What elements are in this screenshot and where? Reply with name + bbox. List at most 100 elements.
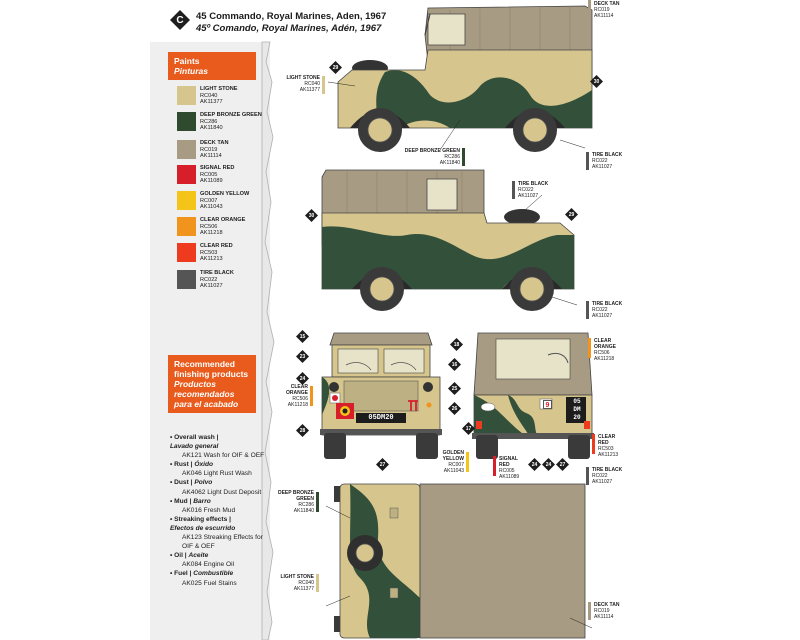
rear-license-plate: 05 DM 20 <box>567 398 587 424</box>
callout-color-bar <box>512 181 515 199</box>
left-panel <box>150 42 270 640</box>
marker-29: 29 <box>565 208 578 221</box>
finish-item: AK016 Fresh Mud <box>182 506 236 514</box>
callout-color-bar <box>586 152 589 170</box>
marker-27: 27 <box>376 458 389 471</box>
marker-23: 23 <box>296 350 309 363</box>
paint-swatch <box>177 86 196 105</box>
paint-code: AK11840 <box>200 125 223 132</box>
marker-30: 30 <box>590 75 603 88</box>
marker-24: 24 <box>296 372 309 385</box>
paint-code: AK11114 <box>200 153 222 160</box>
vehicle-rear-view <box>472 332 594 459</box>
finish-item: AK4062 Light Dust Deposit <box>182 488 262 496</box>
paint-code: AK11218 <box>200 230 223 237</box>
marker-29: 29 <box>329 61 342 74</box>
marker-27: 27 <box>556 458 569 471</box>
front-license-plate: 05DM20 <box>368 414 394 422</box>
paint-code: AK11213 <box>200 256 223 263</box>
paint-name: DECK TAN <box>200 140 229 146</box>
finish-heading: Mud | <box>170 498 191 505</box>
paint-code: AK11043 <box>200 204 223 211</box>
finishing-heading-en: Recommended finishing products <box>174 359 249 379</box>
torn-edge <box>261 41 275 640</box>
rear-plate-line: DM <box>573 406 581 413</box>
rear-unit-marking: 9 <box>543 400 552 409</box>
finish-heading: Fuel | <box>170 570 191 577</box>
vehicle-side-view-left <box>327 5 593 152</box>
callout-color-bar <box>316 492 319 512</box>
callout-color-bar <box>493 456 496 476</box>
finish-heading-es: Lavado general <box>170 443 219 451</box>
paint-swatch <box>177 243 196 262</box>
paint-name: CLEAR RED <box>200 243 233 249</box>
finish-heading-es: Aceite <box>188 552 209 560</box>
callout-color-bar <box>310 386 313 406</box>
callout-color-bar <box>586 467 589 485</box>
finish-heading-es: Combustible <box>193 570 234 578</box>
paint-swatch <box>177 112 196 131</box>
paint-code: RC040 <box>200 92 218 99</box>
marker-18: 18 <box>450 338 463 351</box>
callout-color-bar <box>586 301 589 319</box>
sheet-badge: C <box>170 10 190 30</box>
finish-heading-es: Barro <box>193 497 211 505</box>
callout-color-bar <box>462 148 465 166</box>
finish-heading-es: Polvo <box>194 479 213 487</box>
paint-name: LIGHT STONE <box>200 86 238 92</box>
paint-name: TIRE BLACK <box>200 270 234 276</box>
paint-code: RC019 <box>200 146 218 153</box>
paint-swatch <box>177 270 196 289</box>
paint-code: AK11089 <box>200 178 223 185</box>
paint-swatch <box>177 191 196 210</box>
vehicle-side-view-right <box>321 169 578 311</box>
finish-item: AK121 Wash for OIF & OEF <box>182 452 265 460</box>
paint-code: RC022 <box>200 276 218 283</box>
page-title: 45 Commando, Royal Marines, Aden, 1967 <box>196 11 387 22</box>
finish-item: AK084 Engine Oil <box>182 561 235 569</box>
finish-heading-es: Óxido <box>194 461 214 469</box>
finish-item: AK046 Light Rust Wash <box>182 470 252 478</box>
finishing-list: Overall wash | Lavado general AK121 Wash… <box>170 433 266 588</box>
paint-name: SIGNAL RED <box>200 165 235 171</box>
finish-heading: Streaking effects | <box>170 515 266 524</box>
finish-heading: Rust | <box>170 461 192 468</box>
marker-15: 15 <box>296 330 309 343</box>
paints-heading-es: Pinturas <box>174 66 209 76</box>
marker-26: 26 <box>448 402 461 415</box>
paint-swatch <box>177 217 196 236</box>
finishing-heading: Recommended finishing products Productos… <box>168 355 256 413</box>
paint-code: RC503 <box>200 249 218 256</box>
rear-plate-line: 20 <box>573 414 581 421</box>
paint-code: RC005 <box>200 171 218 178</box>
paints-heading: Paints Pinturas <box>168 52 256 80</box>
finish-item: AK123 Streaking Effects for <box>182 534 263 542</box>
paint-name: CLEAR ORANGE <box>200 217 246 223</box>
paint-code: RC007 <box>200 197 218 204</box>
finish-heading: Overall wash | <box>170 433 266 442</box>
finish-item: AK025 Fuel Stains <box>182 579 237 587</box>
paint-name: GOLDEN YELLOW <box>200 191 250 197</box>
paint-code: RC286 <box>200 118 218 125</box>
callout-color-bar <box>322 76 325 94</box>
rear-plate-line: 05 <box>573 398 581 405</box>
paint-code: AK11027 <box>200 283 223 290</box>
paint-code: AK11377 <box>200 99 223 106</box>
